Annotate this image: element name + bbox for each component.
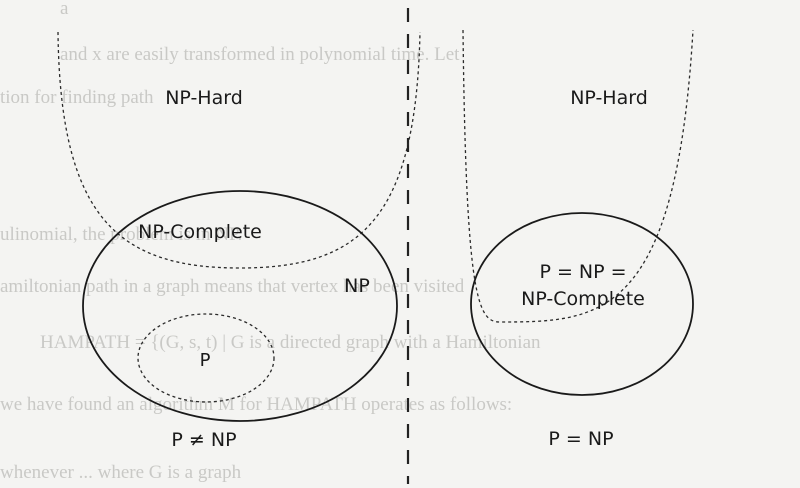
left-diagram: NP-Hard NP-Complete NP P P ≠ NP (57, 31, 421, 451)
right-merged-ellipse (470, 212, 694, 396)
bg-line: a (60, 0, 69, 19)
background-text: a and x are easily transformed in polyno… (0, 0, 541, 483)
right-diagram: NP-Hard P = NP = NP-Complete P = NP (462, 29, 694, 450)
left-np-ellipse (82, 190, 398, 422)
bg-line: whenever ... where G is a graph (0, 462, 242, 483)
left-p-ellipse (137, 313, 275, 403)
right-np-hard-label: NP-Hard (570, 87, 648, 109)
bg-line: amiltonian path in a graph means that ve… (0, 276, 465, 297)
left-np-hard-curve (57, 31, 421, 269)
left-np-complete-label: NP-Complete (138, 221, 262, 243)
bg-line: we have found an algorithm M for HAMPATH… (0, 394, 512, 415)
right-merged-label-1: P = NP = (539, 261, 626, 283)
left-np-hard-label: NP-Hard (165, 87, 243, 109)
left-caption: P ≠ NP (171, 429, 236, 451)
right-merged-label-2: NP-Complete (521, 288, 645, 310)
right-caption: P = NP (548, 428, 613, 450)
bg-line: and x are easily transformed in polynomi… (60, 44, 460, 65)
left-np-label: NP (344, 275, 370, 297)
bg-line: HAMPATH = {(G, s, t) | G is a directed g… (40, 332, 541, 353)
bg-line: tion for finding path (0, 87, 154, 108)
bg-line: ulinomial, the problem is in NP. (0, 224, 242, 245)
left-p-label: P (200, 350, 211, 371)
